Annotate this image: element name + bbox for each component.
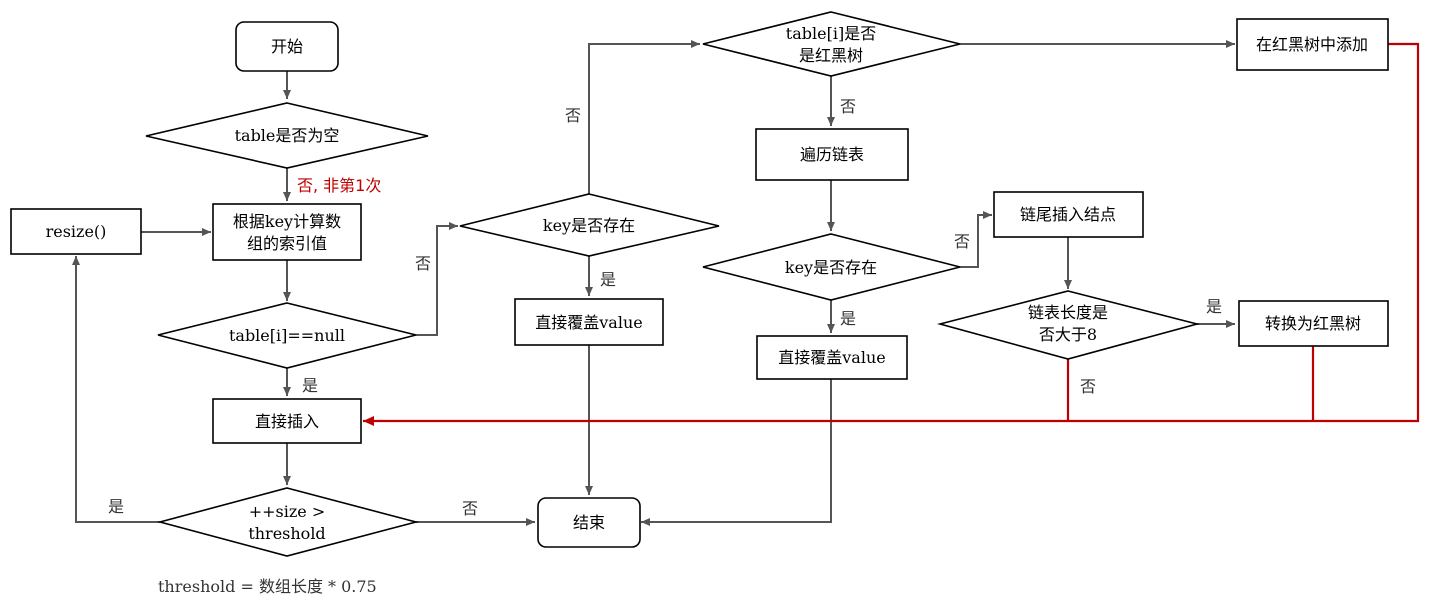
resize-node: resize() xyxy=(10,208,142,255)
label-no-size: 否 xyxy=(462,499,478,518)
traverse-list-text: 遍历链表 xyxy=(800,145,864,164)
traverse-list-shape xyxy=(755,128,909,181)
tail-insert-text: 链尾插入结点 xyxy=(1020,205,1116,224)
add-in-rbtree-text: 在红黑树中添加 xyxy=(1256,35,1368,54)
resize-shape xyxy=(10,208,142,255)
rbtree-check-shape xyxy=(702,11,961,77)
rbtree-check-text-line2: 是红黑树 xyxy=(799,46,863,65)
rbtree-check-text-line1: table[i]是否 xyxy=(786,24,876,43)
tail-insert-shape xyxy=(993,191,1144,238)
compute-index-shape xyxy=(212,203,362,261)
end-text: 结束 xyxy=(573,513,605,532)
length-check-text-line1: 链表长度是 xyxy=(1028,303,1108,322)
length-check-shape xyxy=(936,290,1201,360)
key-exists-decision-1: key是否存在 xyxy=(459,193,720,257)
compute-index-node: 根据key计算数 组的索引值 xyxy=(212,203,362,261)
overwrite-1-shape xyxy=(514,298,664,346)
size-check-decision: ++size > threshold xyxy=(156,487,420,557)
key-exists-decision-2: key是否存在 xyxy=(702,233,961,301)
length-check-decision: 链表长度是 否大于8 xyxy=(936,290,1201,360)
table-empty-decision: table是否为空 xyxy=(145,102,429,169)
threshold-formula: threshold = 数组长度 * 0.75 xyxy=(158,577,377,596)
key-exists-1-text: key是否存在 xyxy=(543,216,635,235)
label-no-key-exists-1: 否 xyxy=(415,254,431,273)
rbtree-check-decision: table[i]是否 是红黑树 xyxy=(702,11,961,77)
null-check-text: table[i]==null xyxy=(229,326,345,345)
label-yes-null: 是 xyxy=(302,376,318,395)
start-shape xyxy=(235,21,339,72)
label-yes-length: 是 xyxy=(1206,297,1222,316)
add-in-rbtree-shape xyxy=(1236,18,1389,71)
overwrite-2-shape xyxy=(756,335,908,380)
key-exists-2-shape xyxy=(702,233,961,301)
edge-key-exists-to-rbtree-check xyxy=(588,40,700,194)
table-empty-shape xyxy=(145,102,429,169)
overwrite-2-text: 直接覆盖value xyxy=(778,348,885,367)
overwrite-node-2: 直接覆盖value xyxy=(756,335,908,380)
end-node: 结束 xyxy=(537,497,641,548)
traverse-list-node: 遍历链表 xyxy=(755,128,909,181)
edge-key-exists-2-to-tail-insert xyxy=(960,211,992,268)
null-check-decision: table[i]==null xyxy=(157,302,417,369)
direct-insert-text: 直接插入 xyxy=(255,412,319,431)
table-empty-text: table是否为空 xyxy=(235,126,340,145)
resize-text: resize() xyxy=(46,222,107,241)
label-yes-key-exists-2: 是 xyxy=(840,309,856,328)
edge-labels: 否, 非第1次 否 是 否 是 否 否 是 是 否 是 否 xyxy=(108,97,1222,518)
add-in-rbtree-node: 在红黑树中添加 xyxy=(1236,18,1389,71)
key-exists-1-shape xyxy=(459,193,720,257)
length-check-text-line2: 否大于8 xyxy=(1039,325,1097,344)
edge-add-in-rbtree-return xyxy=(363,42,1420,426)
direct-insert-node: 直接插入 xyxy=(212,398,362,444)
size-check-text-line2: threshold xyxy=(248,524,325,543)
label-no-length: 否 xyxy=(1080,377,1096,396)
end-shape xyxy=(537,497,641,548)
size-check-text-line1: ++size > xyxy=(249,502,326,521)
label-no-traverse: 否 xyxy=(840,97,856,116)
compute-index-text-line1: 根据key计算数 xyxy=(233,212,341,231)
edge-overwrite-2-to-end xyxy=(641,379,832,526)
tail-insert-node: 链尾插入结点 xyxy=(993,191,1144,238)
null-check-shape xyxy=(157,302,417,369)
compute-index-text-line2: 组的索引值 xyxy=(247,234,327,253)
overwrite-node-1: 直接覆盖value xyxy=(514,298,664,346)
label-yes-resize: 是 xyxy=(108,497,124,516)
size-check-shape xyxy=(156,487,420,557)
start-node: 开始 xyxy=(235,21,339,72)
to-rbtree-node: 转换为红黑树 xyxy=(1238,300,1389,347)
label-no-rbtree: 否 xyxy=(565,106,581,125)
start-text: 开始 xyxy=(271,37,303,56)
edges xyxy=(72,40,1420,526)
edge-size-check-to-resize xyxy=(72,256,160,523)
label-yes-key-exists-1: 是 xyxy=(600,270,616,289)
edge-null-check-to-key-exists xyxy=(416,222,458,336)
overwrite-1-text: 直接覆盖value xyxy=(535,313,642,332)
to-rbtree-text: 转换为红黑树 xyxy=(1265,314,1361,333)
direct-insert-shape xyxy=(212,398,362,444)
label-no-not-first: 否, 非第1次 xyxy=(297,176,381,195)
label-no-key-exists-2: 否 xyxy=(954,232,970,251)
key-exists-2-text: key是否存在 xyxy=(785,258,877,277)
to-rbtree-shape xyxy=(1238,300,1389,347)
